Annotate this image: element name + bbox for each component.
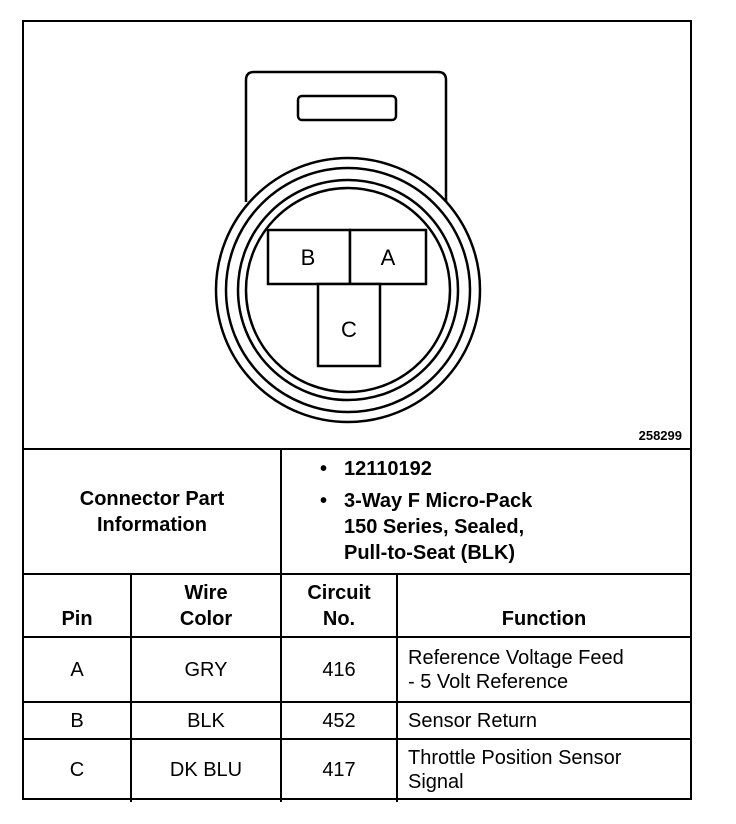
table-cell-color: DK BLU bbox=[169, 759, 243, 781]
header-wire-color: Wire Color bbox=[179, 582, 233, 630]
part-number: 12110192 bbox=[344, 458, 432, 480]
table-cell-function: Throttle Position Sensor Signal bbox=[408, 747, 622, 793]
list-item: • 3-Way F Micro-Pack 150 Series, Sealed,… bbox=[320, 490, 533, 564]
table-cell-pin: C bbox=[69, 759, 85, 781]
figure-id: 258299 bbox=[638, 428, 682, 443]
table-cell-function: Sensor Return bbox=[408, 709, 537, 732]
connector-housing-tab bbox=[244, 70, 448, 202]
seal-ring bbox=[224, 166, 472, 414]
cavity-b bbox=[266, 228, 352, 286]
connector-info-sheet: B A C 258299 Connector Part Information … bbox=[22, 20, 692, 802]
inner-ring bbox=[244, 186, 452, 394]
header-function: Function bbox=[501, 608, 587, 630]
part-info-label: Connector Part Information bbox=[79, 487, 225, 536]
header-pin: Pin bbox=[61, 608, 93, 630]
column-divider bbox=[396, 573, 398, 802]
connector-face-drawing: B A C bbox=[214, 70, 482, 424]
table-cell-color: BLK bbox=[187, 709, 225, 732]
header-circuit-no: Circuit No. bbox=[307, 582, 371, 630]
table-cell-pin: A bbox=[70, 658, 84, 681]
divider bbox=[24, 701, 690, 703]
divider bbox=[24, 573, 690, 575]
pin-label-b: B bbox=[301, 245, 316, 270]
table-cell-circuit: 452 bbox=[322, 709, 356, 732]
table-cell-circuit: 416 bbox=[322, 658, 356, 681]
column-divider bbox=[130, 573, 132, 802]
divider bbox=[24, 636, 690, 638]
divider bbox=[24, 738, 690, 740]
middle-ring bbox=[236, 178, 460, 402]
connector-description: 3-Way F Micro-Pack 150 Series, Sealed, P… bbox=[344, 490, 533, 564]
connector-diagram: B A C 258299 bbox=[24, 22, 690, 448]
column-divider bbox=[280, 448, 282, 802]
table-cell-circuit: 417 bbox=[322, 759, 356, 781]
latch-slot bbox=[296, 94, 398, 122]
cavity-a bbox=[348, 228, 428, 286]
pin-label-a: A bbox=[381, 245, 396, 270]
table-cell-function: Reference Voltage Feed - 5 Volt Referenc… bbox=[408, 646, 624, 693]
part-info-list: • 12110192 • 3-Way F Micro-Pack 150 Seri… bbox=[320, 456, 680, 566]
cavity-c bbox=[316, 282, 382, 368]
pin-label-c: C bbox=[341, 317, 357, 342]
table-cell-pin: B bbox=[70, 709, 84, 732]
list-item: • 12110192 bbox=[320, 458, 432, 480]
table-cell-color: GRY bbox=[184, 658, 228, 681]
divider bbox=[24, 448, 690, 450]
